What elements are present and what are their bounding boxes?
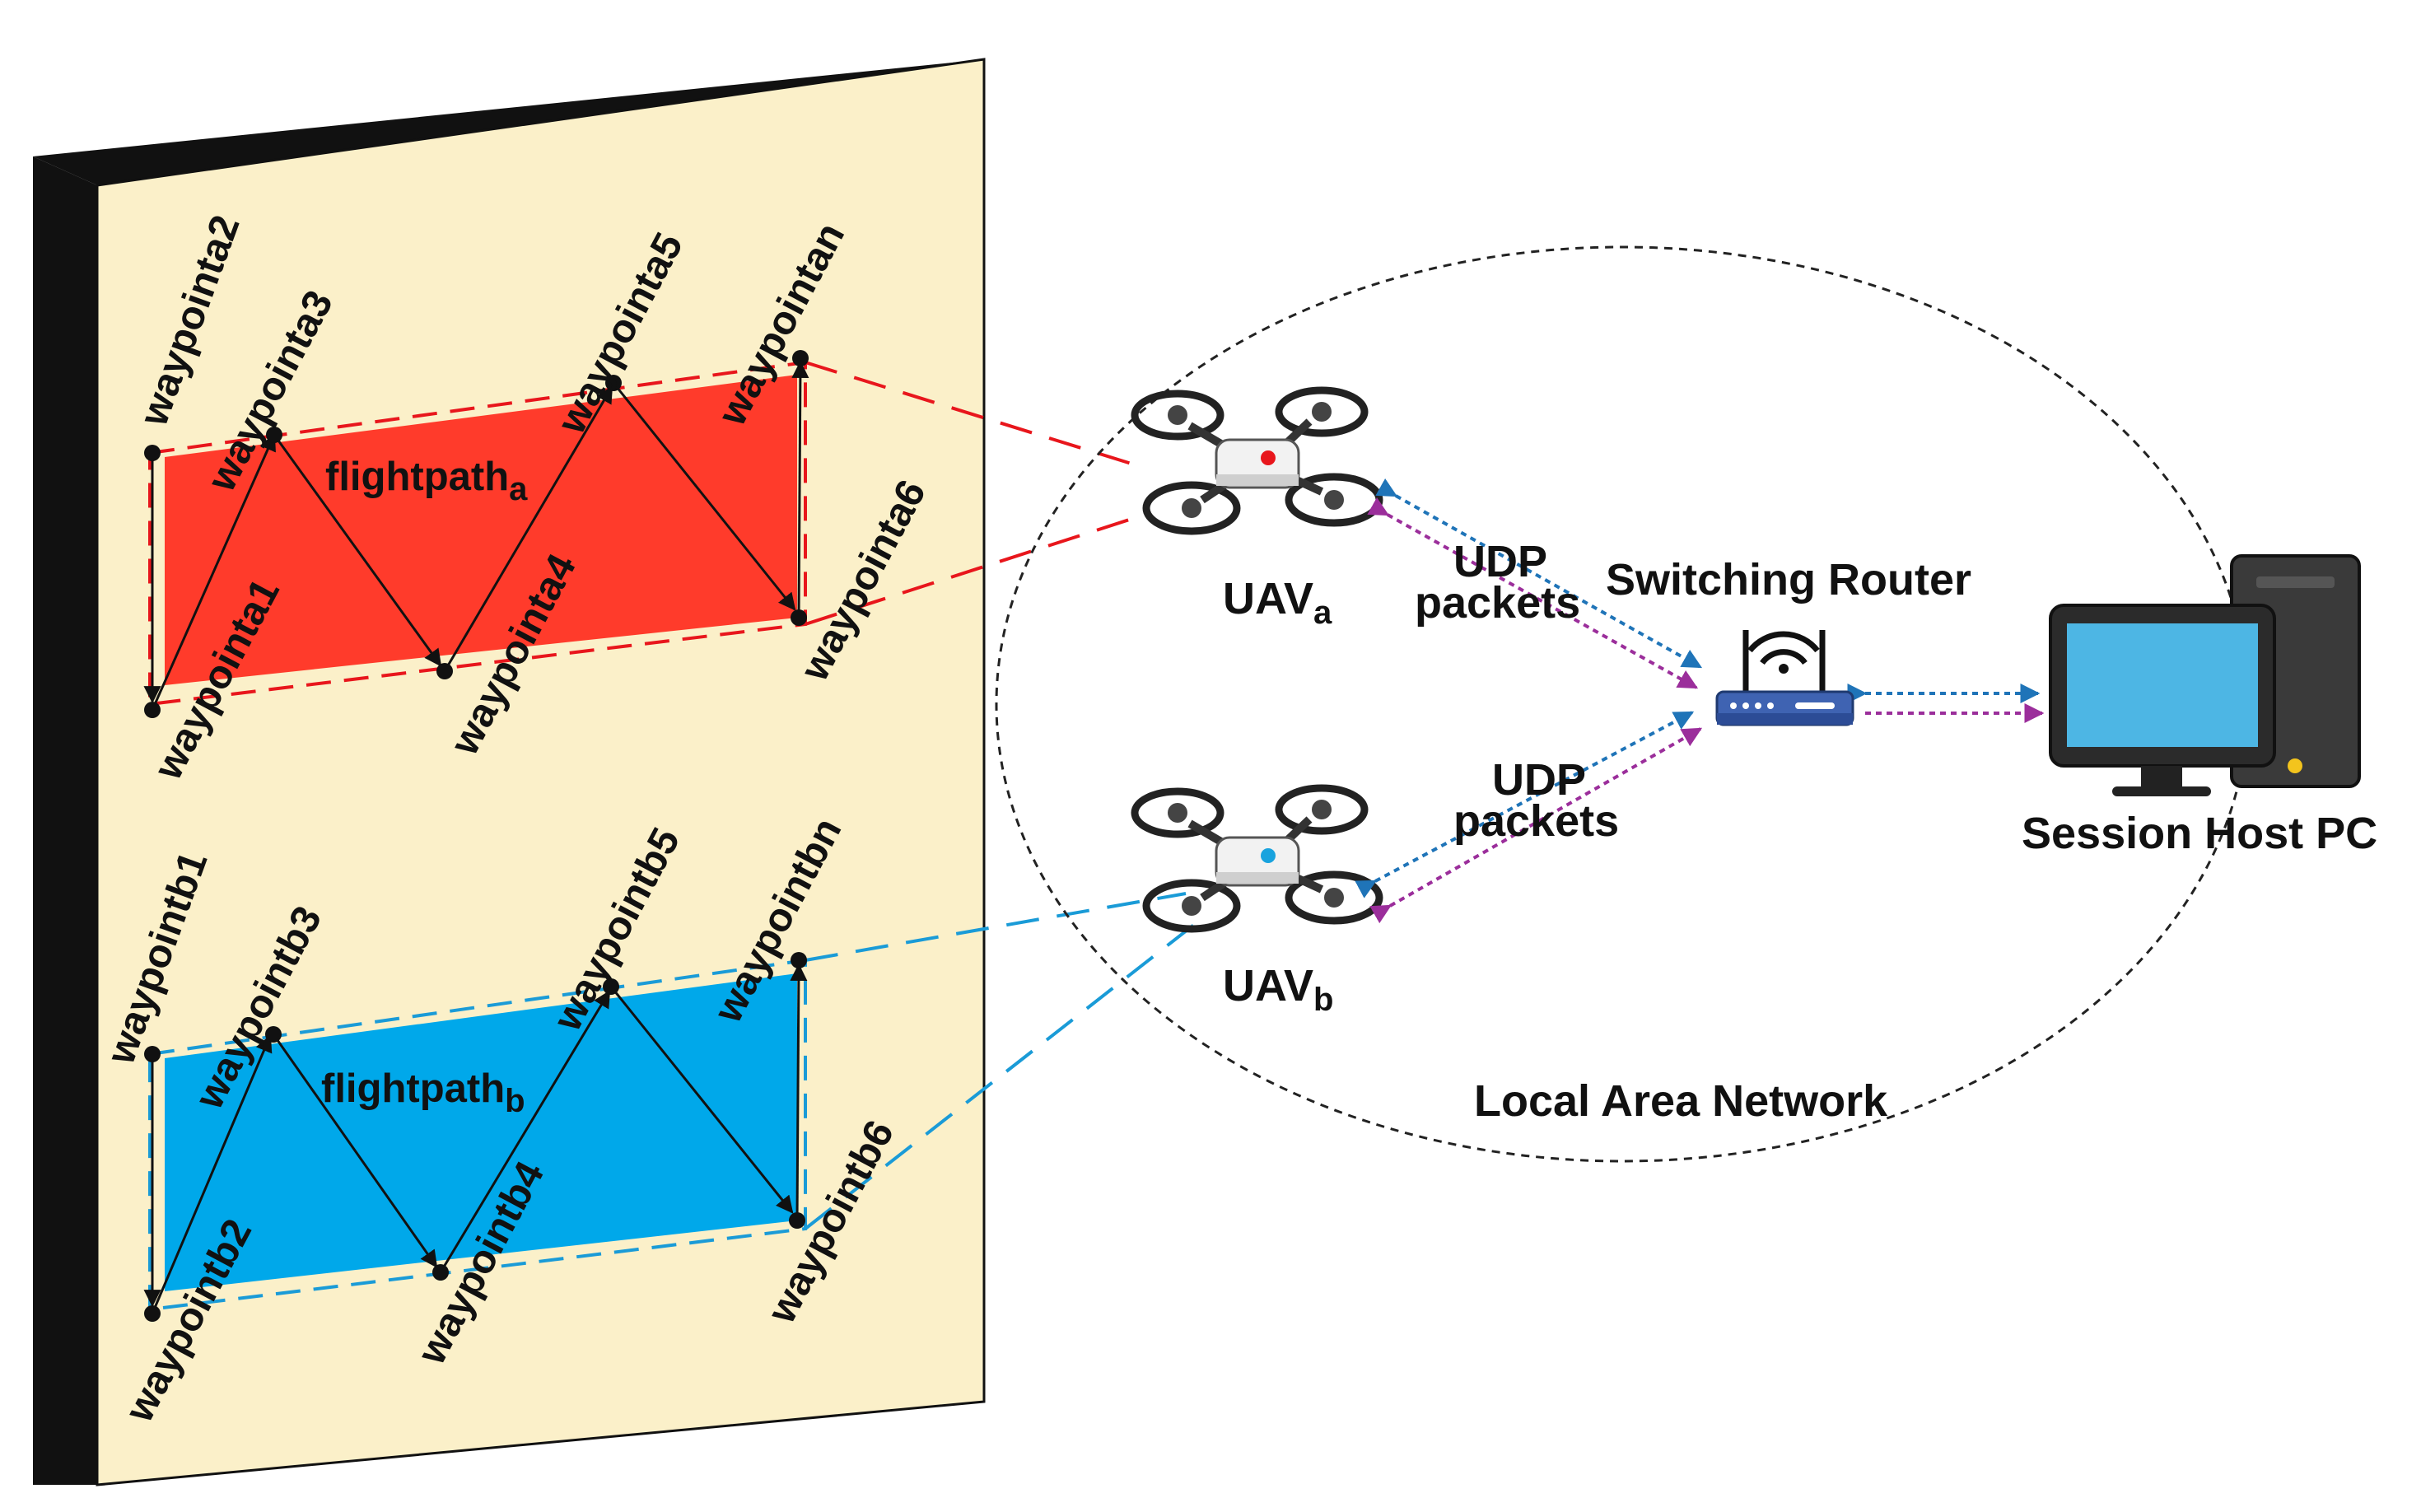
projection-line-a-bottom bbox=[805, 513, 1145, 626]
flightpath-a-area bbox=[165, 375, 797, 685]
flightpath-b-area bbox=[165, 973, 797, 1291]
drone-b-icon bbox=[1131, 784, 1383, 933]
uav-a-label: UAVa bbox=[1223, 574, 1332, 631]
wall-top-edge bbox=[33, 59, 984, 185]
local-area-network-label: Local Area Network bbox=[1474, 1076, 1888, 1126]
flightpath-b-label: flightpathb bbox=[321, 1066, 525, 1119]
flightpath-b-arrows bbox=[143, 963, 808, 1314]
wall-left-edge bbox=[33, 156, 97, 1485]
link-router-host bbox=[1847, 684, 2045, 723]
flightpath-a-arrows bbox=[143, 360, 809, 711]
projection-line-b-top bbox=[805, 892, 1187, 962]
flightpath-b-group bbox=[143, 892, 1204, 1322]
router-icon bbox=[1715, 630, 1854, 726]
session-host-pc-icon bbox=[2049, 554, 2361, 796]
pc-monitor-screen bbox=[2067, 623, 2258, 747]
projection-line-a-top bbox=[805, 361, 1145, 469]
uav-b-label: UAVb bbox=[1223, 961, 1333, 1018]
waypoints-b bbox=[144, 952, 807, 1322]
session-host-pc-label: Session Host PC bbox=[2022, 809, 2377, 858]
waypoints-a bbox=[144, 350, 809, 718]
link-uav-a-router bbox=[1367, 478, 1703, 689]
flightpath-a-group bbox=[143, 350, 1145, 718]
projection-line-b-bottom bbox=[804, 917, 1204, 1230]
drone-a-icon bbox=[1131, 386, 1383, 535]
flightpath-a-label: flightpatha bbox=[325, 455, 528, 507]
switching-router-label: Switching Router bbox=[1606, 555, 1971, 604]
